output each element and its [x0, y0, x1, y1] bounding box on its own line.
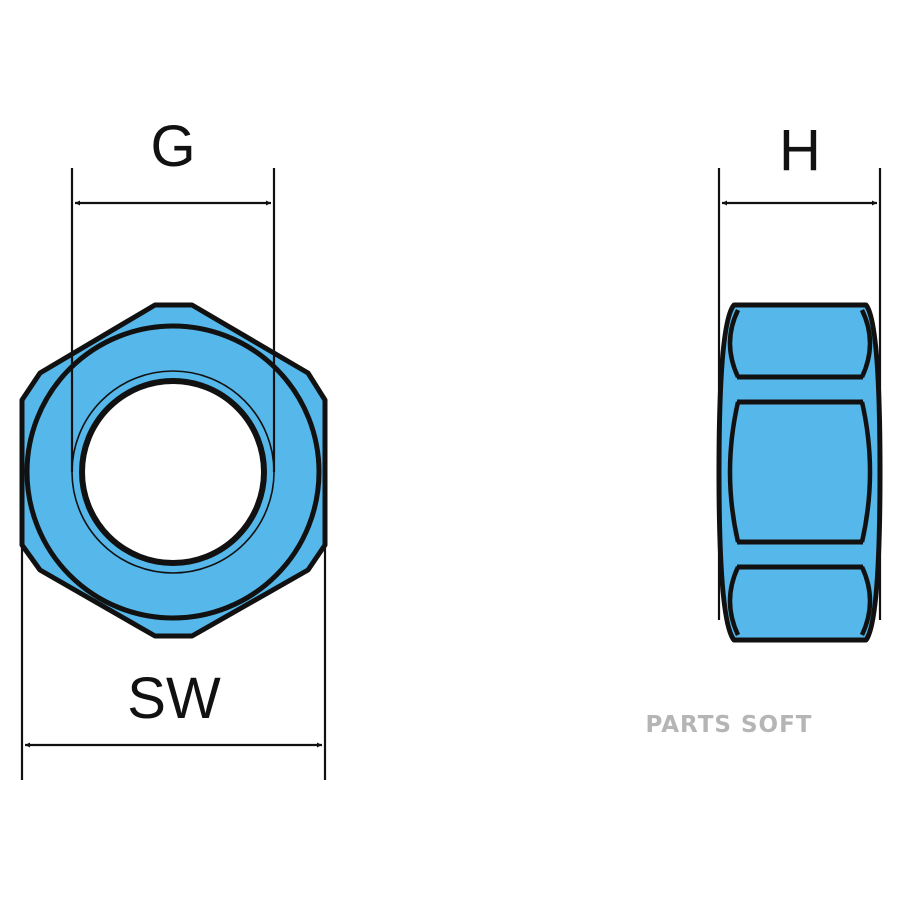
h-label: H — [779, 118, 821, 183]
sw-dimension: SW — [20, 545, 327, 780]
g-label: G — [150, 114, 195, 179]
side-facet-left-bottom — [727, 566, 741, 636]
side-facet-left-middle — [727, 401, 741, 543]
side-facet-right-middle — [859, 401, 873, 543]
h-dimension: H — [717, 118, 882, 620]
side-facet-right-bottom — [859, 566, 873, 636]
nut-side-view — [716, 302, 883, 643]
nut-side-body — [716, 302, 883, 643]
g-dimension: G — [70, 114, 276, 472]
side-facet-right-top — [859, 309, 873, 378]
side-facet-left-top — [727, 309, 741, 378]
chamfer-circle — [24, 323, 322, 621]
parts-soft-watermark: PARTS SOFT — [645, 712, 812, 738]
nut-front-view — [19, 302, 328, 639]
sw-label: SW — [127, 666, 221, 731]
nut-bore — [79, 378, 267, 566]
